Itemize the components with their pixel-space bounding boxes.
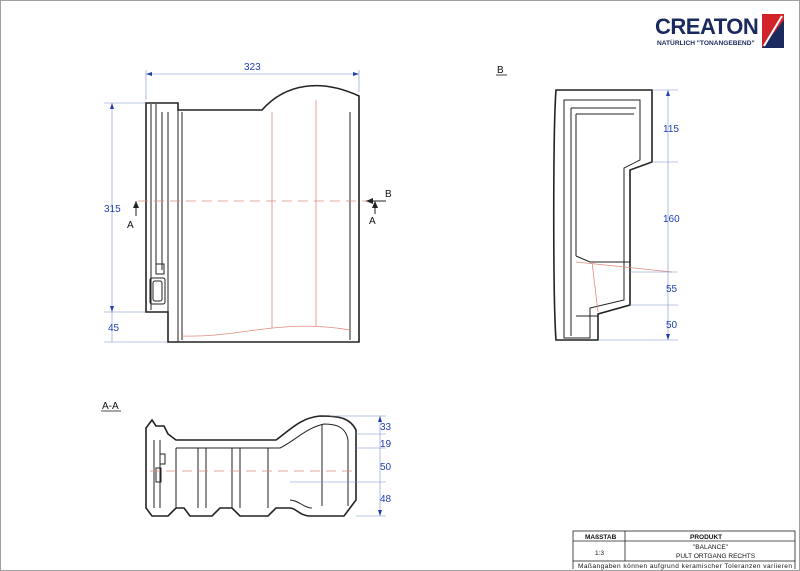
side-dim-4: 50 [666, 320, 678, 331]
front-dim-height: 315 [104, 204, 121, 215]
section-outline [145, 415, 357, 517]
section-view: A-A 33 19 50 48 [101, 401, 392, 517]
front-section-a-right: A [369, 216, 376, 227]
logo-brand: CREATON [655, 14, 758, 39]
front-section-a-left: A [127, 220, 134, 231]
front-outline [145, 84, 360, 343]
title-product-desc: PULT ORTGANG RECHTS [676, 553, 756, 560]
side-view: B 115 160 55 50 [496, 65, 680, 341]
side-dim-3: 55 [666, 284, 678, 295]
title-product-header: PRODUKT [690, 534, 722, 541]
logo-tagline: NATÜRLICH "TONANGEBEND" [657, 38, 755, 47]
logo-mark [762, 14, 784, 48]
side-view-label: B [497, 65, 504, 76]
front-dim-width: 323 [244, 62, 261, 73]
section-view-label: A-A [102, 401, 119, 412]
side-outline [552, 89, 653, 341]
title-product-name: "BALANCE" [693, 544, 729, 551]
front-section-b: B [385, 189, 392, 200]
side-dim-1: 115 [663, 124, 679, 135]
title-scale-header: MAßSTAB [585, 534, 617, 541]
section-dim-1: 33 [380, 422, 392, 433]
side-dim-2: 160 [663, 214, 680, 225]
title-note: Maßangaben können aufgrund keramischer T… [578, 563, 792, 570]
front-view: 323 315 45 A A [104, 62, 392, 343]
creaton-logo: CREATON NATÜRLICH "TONANGEBEND" [655, 14, 784, 48]
section-dim-4: 48 [380, 494, 392, 505]
front-dim-bottom: 45 [108, 323, 120, 334]
section-dim-2: 19 [380, 439, 392, 450]
title-scale-value: 1:3 [595, 550, 604, 557]
title-block: MAßSTAB PRODUKT 1:3 "BALANCE" PULT ORTGA… [572, 530, 796, 570]
section-dim-3: 50 [380, 462, 392, 473]
